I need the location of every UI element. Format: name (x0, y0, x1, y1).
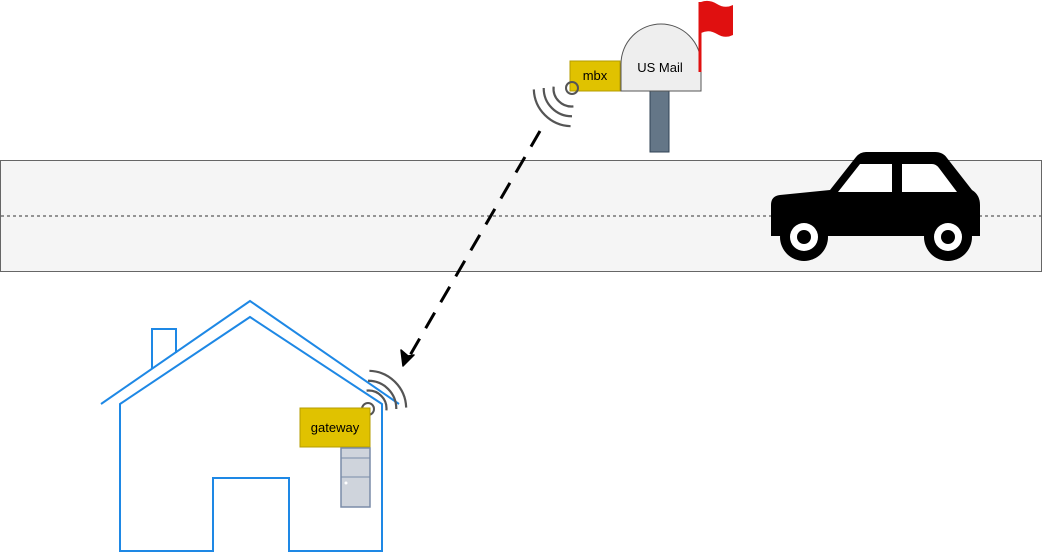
flag-icon (698, 0, 733, 72)
mailbox-post (649, 90, 670, 153)
mbx-label: mbx (583, 68, 608, 83)
gateway-label: gateway (311, 420, 360, 435)
house-icon (100, 299, 400, 552)
server-icon (340, 447, 371, 508)
car-icon (771, 152, 980, 261)
mailbox-label: US Mail (637, 60, 683, 75)
mailbox (620, 23, 702, 92)
gateway-label-box (299, 407, 371, 448)
signal-arrow (400, 130, 542, 367)
wireless-signal-icon (532, 81, 579, 128)
